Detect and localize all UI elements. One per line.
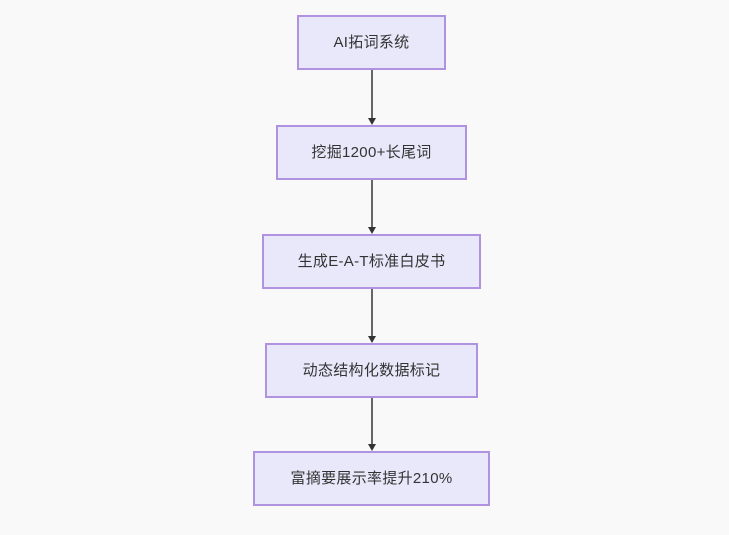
edge-line xyxy=(371,180,373,228)
edge-n1-n2 xyxy=(367,70,376,125)
arrowhead-icon xyxy=(367,227,376,234)
flowchart-node-label: 动态结构化数据标记 xyxy=(302,361,441,379)
edge-n3-n4 xyxy=(367,289,376,343)
edge-n2-n3 xyxy=(367,180,376,234)
flowchart-node-5[interactable]: 富摘要展示率提升210% xyxy=(253,451,490,506)
flowchart-node-3[interactable]: 生成E-A-T标准白皮书 xyxy=(262,234,481,289)
arrowhead-icon xyxy=(367,444,376,451)
edge-line xyxy=(371,398,373,445)
flowchart-node-4[interactable]: 动态结构化数据标记 xyxy=(265,343,478,398)
flowchart-node-2[interactable]: 挖掘1200+长尾词 xyxy=(276,125,467,180)
flowchart-node-label: AI拓词系统 xyxy=(333,33,410,51)
flowchart-node-1[interactable]: AI拓词系统 xyxy=(297,15,446,70)
flowchart-node-label: 挖掘1200+长尾词 xyxy=(311,143,432,161)
arrowhead-icon xyxy=(367,336,376,343)
edge-n4-n5 xyxy=(367,398,376,451)
arrowhead-icon xyxy=(367,118,376,125)
flowchart-node-label: 富摘要展示率提升210% xyxy=(290,469,453,487)
edge-line xyxy=(371,289,373,337)
flowchart-node-label: 生成E-A-T标准白皮书 xyxy=(297,252,446,270)
edge-line xyxy=(371,70,373,119)
